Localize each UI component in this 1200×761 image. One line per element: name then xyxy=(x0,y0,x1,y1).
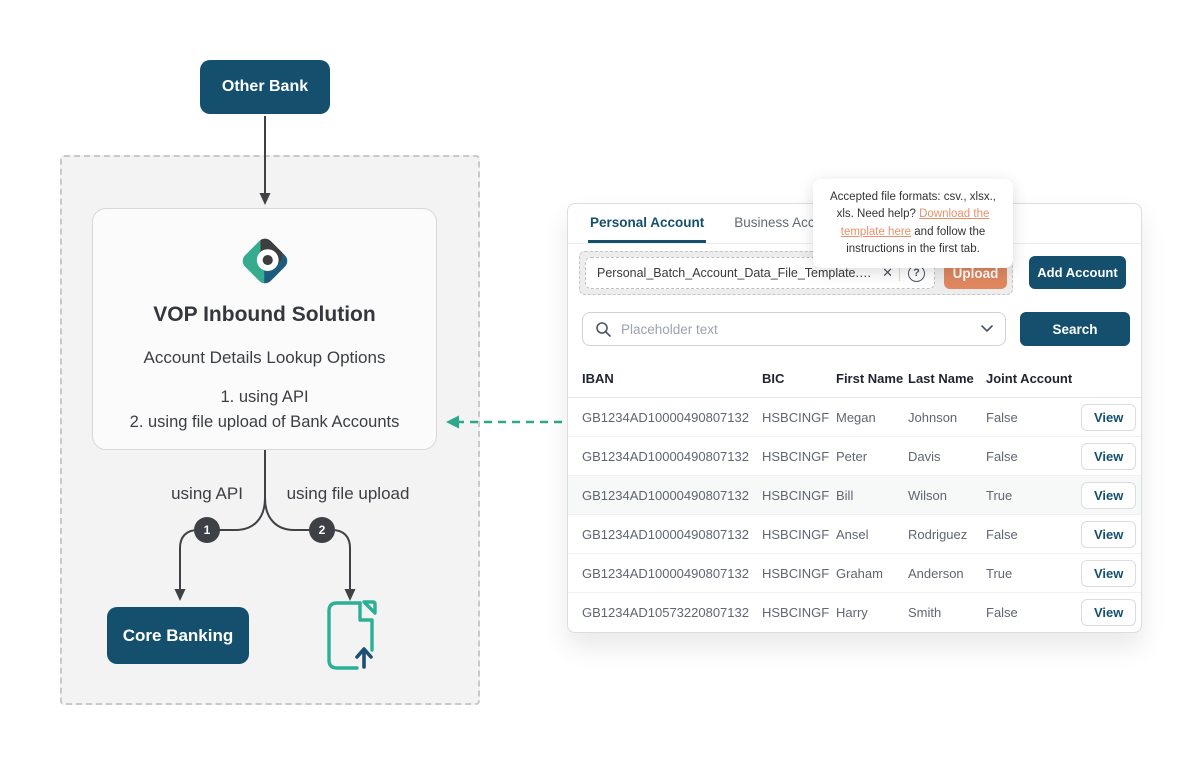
view-button[interactable]: View xyxy=(1081,559,1137,587)
brand-logo-icon xyxy=(242,235,287,284)
solution-options: 1. using API 2. using file upload of Ban… xyxy=(130,385,400,435)
chevron-down-icon[interactable] xyxy=(981,325,993,333)
view-button[interactable]: View xyxy=(1081,442,1137,470)
search-icon xyxy=(596,322,611,337)
cell-joint-account: False xyxy=(986,605,1018,620)
col-header-joint-account: Joint Account xyxy=(986,371,1073,386)
solution-option-2: 2. using file upload of Bank Accounts xyxy=(129,413,400,431)
branch-badge-2: 2 xyxy=(309,517,335,543)
divider xyxy=(899,265,900,281)
table-row: GB1234AD10000490807132 HSBCINGF Graham Ande… xyxy=(568,554,1141,593)
download-template-link[interactable]: Download the template here xyxy=(840,208,990,238)
cell-joint-account: True xyxy=(986,565,1013,581)
col-header-bic: BIC xyxy=(762,371,785,386)
view-button[interactable]: View xyxy=(1081,481,1137,509)
cell-iban: GB1234AD10573220807132 xyxy=(582,605,749,620)
table-header-row: IBAN BIC First Name Last Name Joint Acco… xyxy=(568,360,1141,398)
cell-last-name: Johnson xyxy=(908,409,958,425)
search-field[interactable] xyxy=(582,312,1006,346)
cell-iban: GB1234AD10000490807132 xyxy=(582,565,749,581)
cell-first-name: Bill xyxy=(836,487,854,503)
cell-bic: HSBCINGF xyxy=(762,448,830,464)
cell-first-name: Peter xyxy=(836,448,868,464)
table-row: GB1234AD10573220807132 HSBCINGF Harry Smith… xyxy=(568,593,1141,632)
cell-action: View xyxy=(1081,481,1156,509)
tab-personal-account[interactable]: Personal Account xyxy=(588,204,707,243)
cell-joint-account: False xyxy=(986,409,1018,425)
add-account-button[interactable]: Add Account xyxy=(1029,256,1126,289)
upload-help-tooltip: Accepted file formats: csv., xlsx., xls.… xyxy=(813,179,1013,268)
cell-last-name: Smith xyxy=(908,605,942,620)
cell-bic: HSBCINGF xyxy=(762,526,830,542)
col-header-last-name: Last Name xyxy=(908,371,974,386)
cell-action: View xyxy=(1081,599,1156,626)
view-button[interactable]: View xyxy=(1081,403,1137,431)
cell-bic: HSBCINGF xyxy=(762,565,830,581)
file-drop-zone: Personal_Batch_Account_Data_File_Templat… xyxy=(579,251,1013,295)
branch-label-file-upload: using file upload xyxy=(286,484,410,503)
cell-bic: HSBCINGF xyxy=(762,487,830,503)
cell-joint-account: True xyxy=(986,487,1013,503)
col-header-first-name: First Name xyxy=(836,371,904,386)
cell-last-name: Anderson xyxy=(908,565,964,581)
cell-bic: HSBCINGF xyxy=(762,605,830,620)
cell-iban: GB1234AD10000490807132 xyxy=(582,526,749,542)
cell-first-name: Graham xyxy=(836,565,883,581)
cell-bic: HSBCINGF xyxy=(762,409,830,425)
table-row: GB1234AD10000490807132 HSBCINGF Peter Davis… xyxy=(568,437,1141,476)
cell-action: View xyxy=(1081,442,1156,470)
cell-joint-account: False xyxy=(986,526,1018,542)
cell-iban: GB1234AD10000490807132 xyxy=(582,448,749,464)
search-input[interactable] xyxy=(619,320,981,338)
cell-iban: GB1234AD10000490807132 xyxy=(582,409,749,425)
cell-action: View xyxy=(1081,403,1156,431)
clear-file-icon[interactable]: ✕ xyxy=(882,265,893,280)
cell-last-name: Davis xyxy=(908,448,941,464)
cell-action: View xyxy=(1081,520,1156,548)
cell-first-name: Ansel xyxy=(836,526,869,542)
cell-last-name: Rodriguez xyxy=(908,526,968,542)
tooltip-text: and follow the instructions in the first… xyxy=(846,225,986,255)
other-bank-node[interactable]: Other Bank xyxy=(200,60,330,114)
cell-iban: GB1234AD10000490807132 xyxy=(582,487,749,503)
solution-subtitle: Account Details Lookup Options xyxy=(143,348,386,367)
table-row: GB1234AD10000490807132 HSBCINGF Bill Wilson… xyxy=(568,476,1141,515)
cell-joint-account: False xyxy=(986,448,1018,464)
selected-file-name: Personal_Batch_Account_Data_File_Templat… xyxy=(597,266,877,280)
upload-arrow-icon xyxy=(355,647,373,669)
view-button[interactable]: View xyxy=(1081,599,1137,626)
solution-title: VOP Inbound Solution xyxy=(153,303,376,326)
table-row: GB1234AD10000490807132 HSBCINGF Ansel Rodri… xyxy=(568,515,1141,554)
cell-first-name: Megan xyxy=(836,409,876,425)
branch-badge-1: 1 xyxy=(194,517,220,543)
table-row: GB1234AD10000490807132 HSBCINGF Megan Johns… xyxy=(568,398,1141,437)
view-button[interactable]: View xyxy=(1081,520,1137,548)
cell-action: View xyxy=(1081,559,1156,587)
branch-label-api: using API xyxy=(171,484,243,503)
cell-first-name: Harry xyxy=(836,605,868,620)
search-button[interactable]: Search xyxy=(1020,312,1130,346)
account-panel: Personal Account Business Account Person… xyxy=(567,203,1142,633)
solution-option-1: 1. using API xyxy=(220,388,309,406)
file-upload-doc-icon xyxy=(327,600,377,670)
accounts-table: IBAN BIC First Name Last Name Joint Acco… xyxy=(568,360,1141,632)
core-banking-node[interactable]: Core Banking xyxy=(107,607,249,664)
col-header-iban: IBAN xyxy=(582,371,614,386)
solution-card: VOP Inbound Solution Account Details Loo… xyxy=(92,208,437,450)
cell-last-name: Wilson xyxy=(908,487,948,503)
tooltip-text: Accepted file formats: csv., xlsx., xls.… xyxy=(830,191,996,221)
